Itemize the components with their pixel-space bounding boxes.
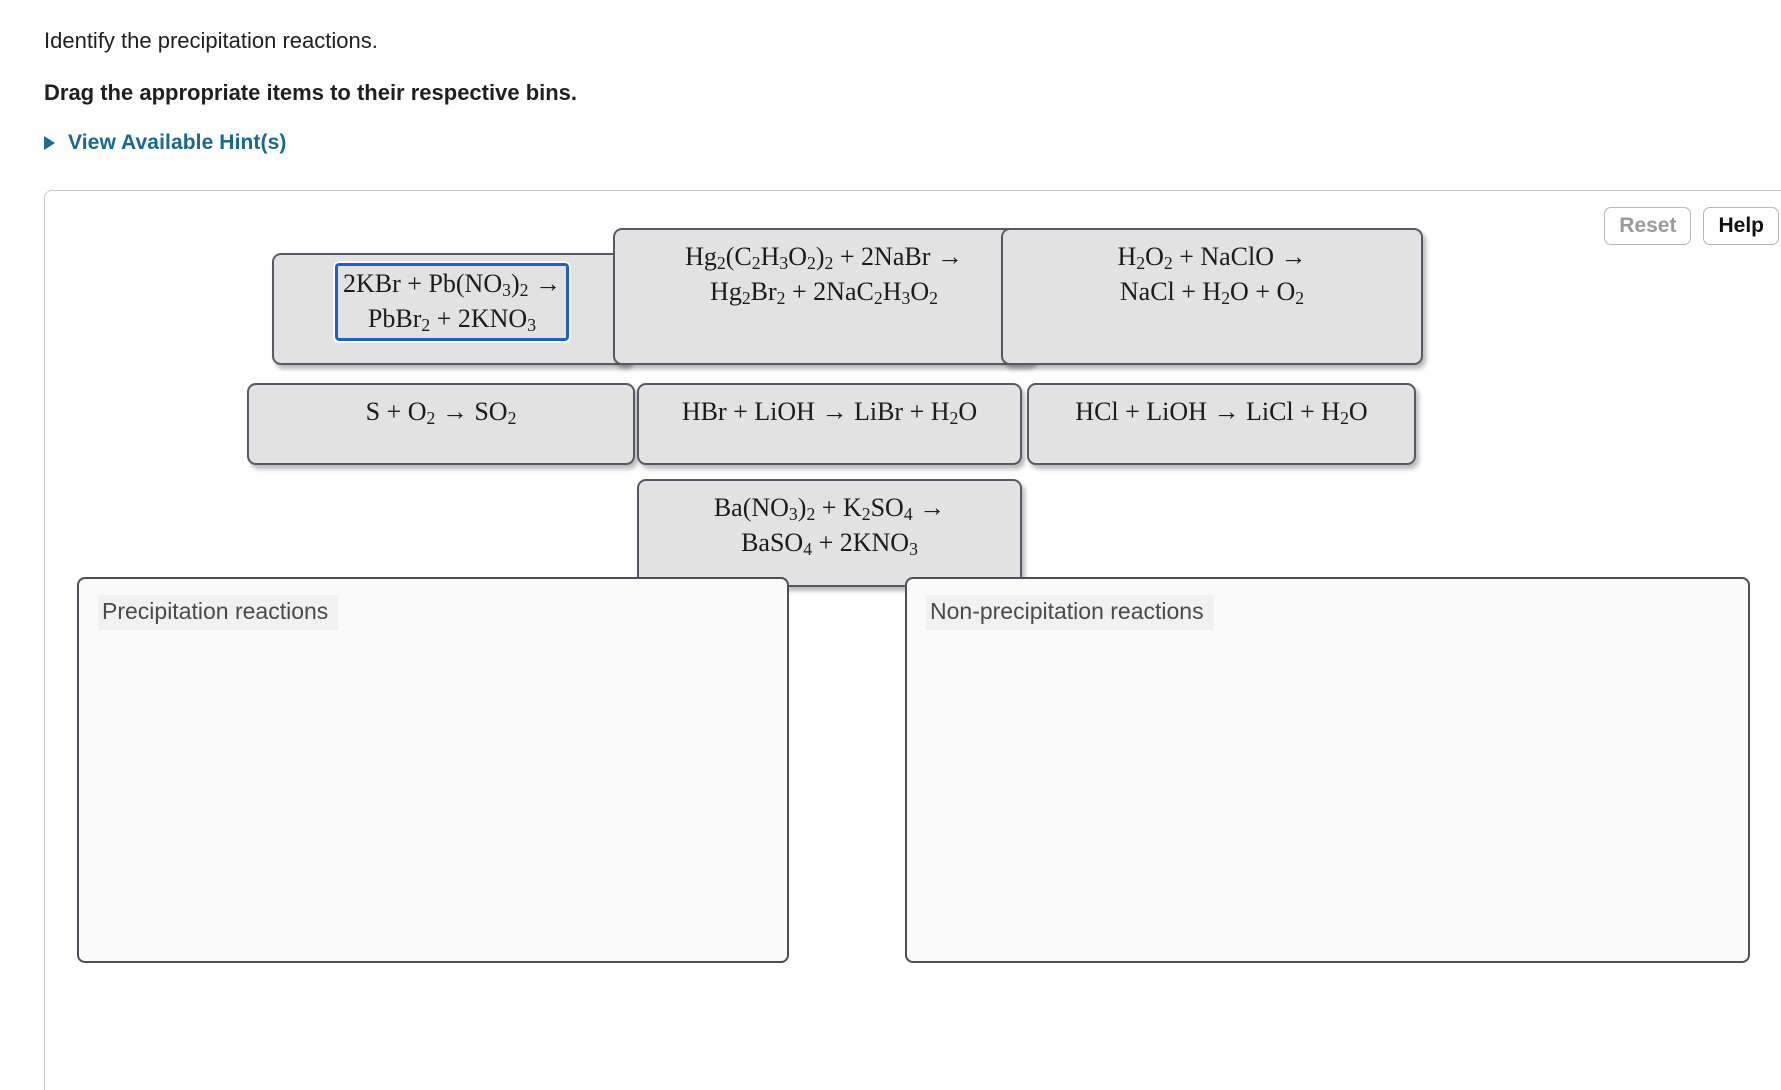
tile-ba-no3-2-k2so4[interactable]: Ba(NO3)2 + K2SO4 → BaSO4 + 2KNO3	[637, 479, 1022, 587]
activity-panel: Reset Help 2KBr + Pb(NO3)2 → PbBr2 + 2KN…	[44, 190, 1781, 1090]
equation-text: HBr + LiOH → LiBr + H2O	[681, 397, 978, 428]
tile-hbr-lioh-libr-h2o[interactable]: HBr + LiOH → LiBr + H2O	[637, 383, 1022, 465]
draggable-items-area: 2KBr + Pb(NO3)2 → PbBr2 + 2KNO3 Hg2(C2H3O…	[45, 191, 1781, 1090]
equation-text: 2KBr + Pb(NO3)2 → PbBr2 + 2KNO3	[333, 260, 571, 344]
bin-label-non-precipitation: Non-precipitation reactions	[926, 595, 1214, 630]
equation-text: Ba(NO3)2 + K2SO4 → BaSO4 + 2KNO3	[713, 493, 946, 560]
bin-precipitation-reactions[interactable]: Precipitation reactions	[77, 577, 789, 963]
tile-hcl-lioh-licl-h2o[interactable]: HCl + LiOH → LiCl + H2O	[1027, 383, 1416, 465]
view-hints-toggle[interactable]: View Available Hint(s)	[44, 131, 1781, 155]
equation-text: H2O2 + NaClO → NaCl + H2O + O2	[1117, 242, 1307, 309]
instruction-text: Drag the appropriate items to their resp…	[44, 79, 578, 105]
tile-hg2-c2h3o2-2-nabr[interactable]: Hg2(C2H3O2)2 + 2NaBr → Hg2Br2 + 2NaC2H3O…	[613, 228, 1035, 365]
tile-s-o2-so2[interactable]: S + O2 → SO2	[247, 383, 635, 465]
reset-button[interactable]: Reset	[1604, 207, 1692, 246]
question-text: Identify the precipitation reactions.	[44, 28, 378, 53]
toolbar: Reset Help	[1604, 207, 1779, 246]
bin-label-precipitation: Precipitation reactions	[98, 595, 339, 630]
tile-h2o2-naclo[interactable]: H2O2 + NaClO → NaCl + H2O + O2	[1001, 228, 1423, 365]
equation-text: Hg2(C2H3O2)2 + 2NaBr → Hg2Br2 + 2NaC2H3O…	[685, 242, 963, 309]
bin-non-precipitation-reactions[interactable]: Non-precipitation reactions	[905, 577, 1750, 963]
caret-right-icon	[44, 136, 55, 151]
equation-text: HCl + LiOH → LiCl + H2O	[1075, 397, 1368, 428]
prompt-area: Identify the precipitation reactions. Dr…	[0, 0, 1781, 155]
tile-2kbr-pb-no3-2[interactable]: 2KBr + Pb(NO3)2 → PbBr2 + 2KNO3	[272, 253, 632, 365]
help-button[interactable]: Help	[1703, 207, 1779, 246]
equation-text: S + O2 → SO2	[365, 397, 517, 428]
view-hints-label[interactable]: View Available Hint(s)	[68, 131, 287, 155]
